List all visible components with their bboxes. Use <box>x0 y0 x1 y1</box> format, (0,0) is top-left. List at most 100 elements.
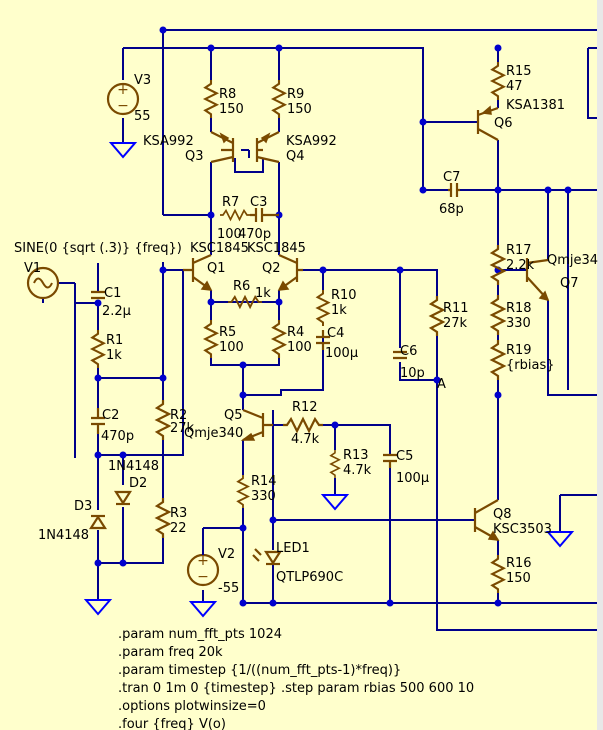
q1-transistor[interactable] <box>183 253 213 291</box>
wires <box>42 29 597 631</box>
directive-line: .param timestep {1/((num_fft_pts-1)*freq… <box>118 663 401 678</box>
c7-name: C7 <box>443 170 460 185</box>
r9-name: R9 <box>287 87 304 102</box>
r10-value: 1k <box>331 303 347 318</box>
c1-name: C1 <box>104 286 121 301</box>
right-scrollbar[interactable] <box>597 0 603 730</box>
r15-value: 47 <box>506 79 523 94</box>
r18-name: R18 <box>506 301 532 316</box>
v1-source[interactable] <box>26 266 60 300</box>
q8-name: Q8 <box>493 507 512 522</box>
r16-value: 150 <box>506 571 531 586</box>
r6-name: R6 <box>233 279 250 294</box>
q3-transistor[interactable] <box>210 131 235 164</box>
q3-name: Q3 <box>185 149 204 164</box>
c1-value: 2.2µ <box>102 304 131 319</box>
q8-transistor[interactable] <box>473 499 500 541</box>
c2-value: 470p <box>101 429 134 444</box>
v3-value: 55 <box>134 109 151 124</box>
r5-value: 100 <box>219 340 244 355</box>
led1-value: QTLP690C <box>276 570 343 585</box>
r2-name: R2 <box>170 408 187 423</box>
d3-name: D3 <box>74 499 92 514</box>
r4-value: 100 <box>287 340 312 355</box>
q6-transistor[interactable] <box>476 105 499 141</box>
r2-value: 27k <box>170 421 195 436</box>
r7-name: R7 <box>222 195 239 210</box>
d3-diode[interactable] <box>88 514 108 530</box>
c3-name: C3 <box>250 195 267 210</box>
r13-name: R13 <box>343 448 369 463</box>
q7-transistor[interactable] <box>525 258 550 302</box>
c4-symbol[interactable] <box>316 330 330 350</box>
led1-diode[interactable] <box>252 548 283 566</box>
svg-text:+: + <box>117 82 129 98</box>
d2-diode[interactable] <box>113 490 133 506</box>
v2-source[interactable]: + − <box>186 553 220 587</box>
r19-name: R19 <box>506 343 532 358</box>
r3-value: 22 <box>170 521 187 536</box>
r1-value: 1k <box>106 348 122 363</box>
c2-symbol[interactable] <box>91 408 105 434</box>
q8-value: KSC3503 <box>493 522 552 537</box>
c7-symbol[interactable] <box>448 183 460 197</box>
r10-name: R10 <box>331 288 357 303</box>
r11-value: 27k <box>443 316 468 331</box>
v2-name: V2 <box>218 547 235 562</box>
r18-value: 330 <box>506 316 531 331</box>
r11-name: R11 <box>443 301 469 316</box>
net-label-a: A <box>437 377 446 392</box>
r14-value: 330 <box>251 489 276 504</box>
q4-transistor[interactable] <box>255 131 280 164</box>
r19-value: {rbias} <box>506 358 555 373</box>
r4-name: R4 <box>287 325 304 340</box>
r13-value: 4.7k <box>343 463 372 478</box>
svg-text:−: − <box>197 569 209 585</box>
r9-value: 150 <box>287 102 312 117</box>
r3-name: R3 <box>170 506 187 521</box>
c6-symbol[interactable] <box>393 350 407 360</box>
r6-value: 1k <box>255 286 271 301</box>
c1-symbol[interactable] <box>91 290 105 300</box>
spice-directives[interactable]: .param num_fft_pts 1024 .param freq 20k … <box>118 627 474 730</box>
directive-line: .param num_fft_pts 1024 <box>118 627 282 642</box>
d2-name: D2 <box>129 476 147 491</box>
svg-text:−: − <box>117 98 129 114</box>
r14-name: R14 <box>251 474 277 489</box>
r17-name: R17 <box>506 243 532 258</box>
q4-name: Q4 <box>286 149 305 164</box>
c6-name: C6 <box>400 344 417 359</box>
c4-value: 100µ <box>325 346 358 361</box>
junctions <box>94 26 572 607</box>
q7-name: Q7 <box>560 276 579 291</box>
q1-value: KSC1845 <box>190 241 249 256</box>
c4-name: C4 <box>327 326 344 341</box>
r8-name: R8 <box>219 87 236 102</box>
svg-text:+: + <box>197 553 209 569</box>
c5-symbol[interactable] <box>383 453 397 468</box>
directive-line: .four {freq} V(o) <box>118 717 226 730</box>
q4-value: KSA992 <box>286 134 337 149</box>
r1-name: R1 <box>106 333 123 348</box>
c3-symbol[interactable] <box>250 208 279 222</box>
r8-value: 150 <box>219 102 244 117</box>
q2-transistor[interactable] <box>277 253 303 291</box>
q5-transistor[interactable] <box>240 408 273 442</box>
c2-name: C2 <box>102 408 119 423</box>
directive-line: .tran 0 1m 0 {timestep} .step param rbia… <box>118 681 474 696</box>
component-labels: V3 55 R8 150 R9 150 KSA992 Q3 KSA992 Q4 … <box>14 64 598 596</box>
directive-line: .options plotwinsize=0 <box>118 699 266 714</box>
v3-source[interactable]: + − <box>106 82 140 116</box>
q5-name: Q5 <box>224 408 243 423</box>
led1-name: LED1 <box>276 541 310 556</box>
r12-name: R12 <box>292 400 318 415</box>
q6-value: KSA1381 <box>506 98 565 113</box>
r17-value: 2.2k <box>506 258 535 273</box>
v1-name: V1 <box>24 261 41 276</box>
capacitors <box>91 183 460 468</box>
d3-value: 1N4148 <box>38 528 89 543</box>
r12-value: 4.7k <box>291 432 320 447</box>
q3-value: KSA992 <box>143 134 194 149</box>
v3-name: V3 <box>134 73 151 88</box>
